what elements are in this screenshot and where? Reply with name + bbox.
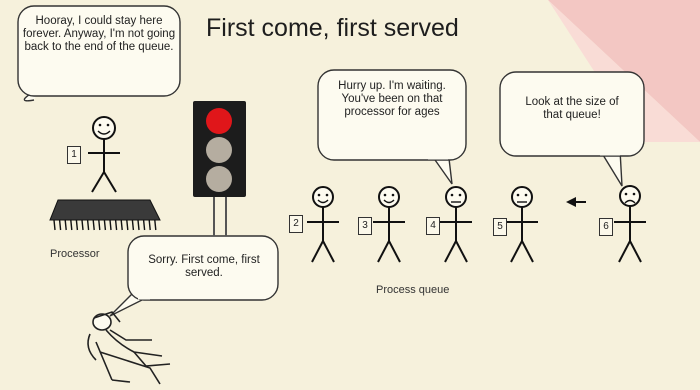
- stick-figure-1: [88, 117, 120, 192]
- arrow-left-icon: [566, 197, 586, 207]
- process-number-badge: 4: [426, 217, 440, 235]
- bubble-hooray-text: Hooray, I could stay here forever. Anywa…: [22, 15, 176, 54]
- red-light: [206, 108, 232, 134]
- reclining-figure-icon: [88, 312, 170, 384]
- process-number-badge: 5: [493, 218, 507, 236]
- process-number-badge: 1: [67, 146, 81, 164]
- processor-label: Processor: [50, 248, 100, 260]
- process-number-badge: 6: [599, 218, 613, 236]
- queue-label: Process queue: [376, 284, 449, 296]
- amber-light: [206, 137, 232, 163]
- process-number-badge: 3: [358, 217, 372, 235]
- bubble-size-text: Look at the size of that queue!: [516, 96, 628, 122]
- traffic-light: [193, 101, 246, 236]
- stick-figure-2: [307, 187, 339, 262]
- processor-chip-icon: [50, 200, 160, 230]
- stick-figure-6: [614, 186, 646, 262]
- bubble-size: [500, 72, 644, 186]
- bubble-hurry-text: Hurry up. I'm waiting. You've been on th…: [322, 80, 462, 119]
- bubble-sorry-text: Sorry. First come, first served.: [138, 254, 270, 280]
- stick-figure-4: [440, 187, 472, 262]
- process-number-badge: 2: [289, 215, 303, 233]
- green-light: [206, 166, 232, 192]
- stick-figure-3: [373, 187, 405, 262]
- page-title: First come, first served: [206, 14, 459, 43]
- stick-figure-5: [506, 187, 538, 262]
